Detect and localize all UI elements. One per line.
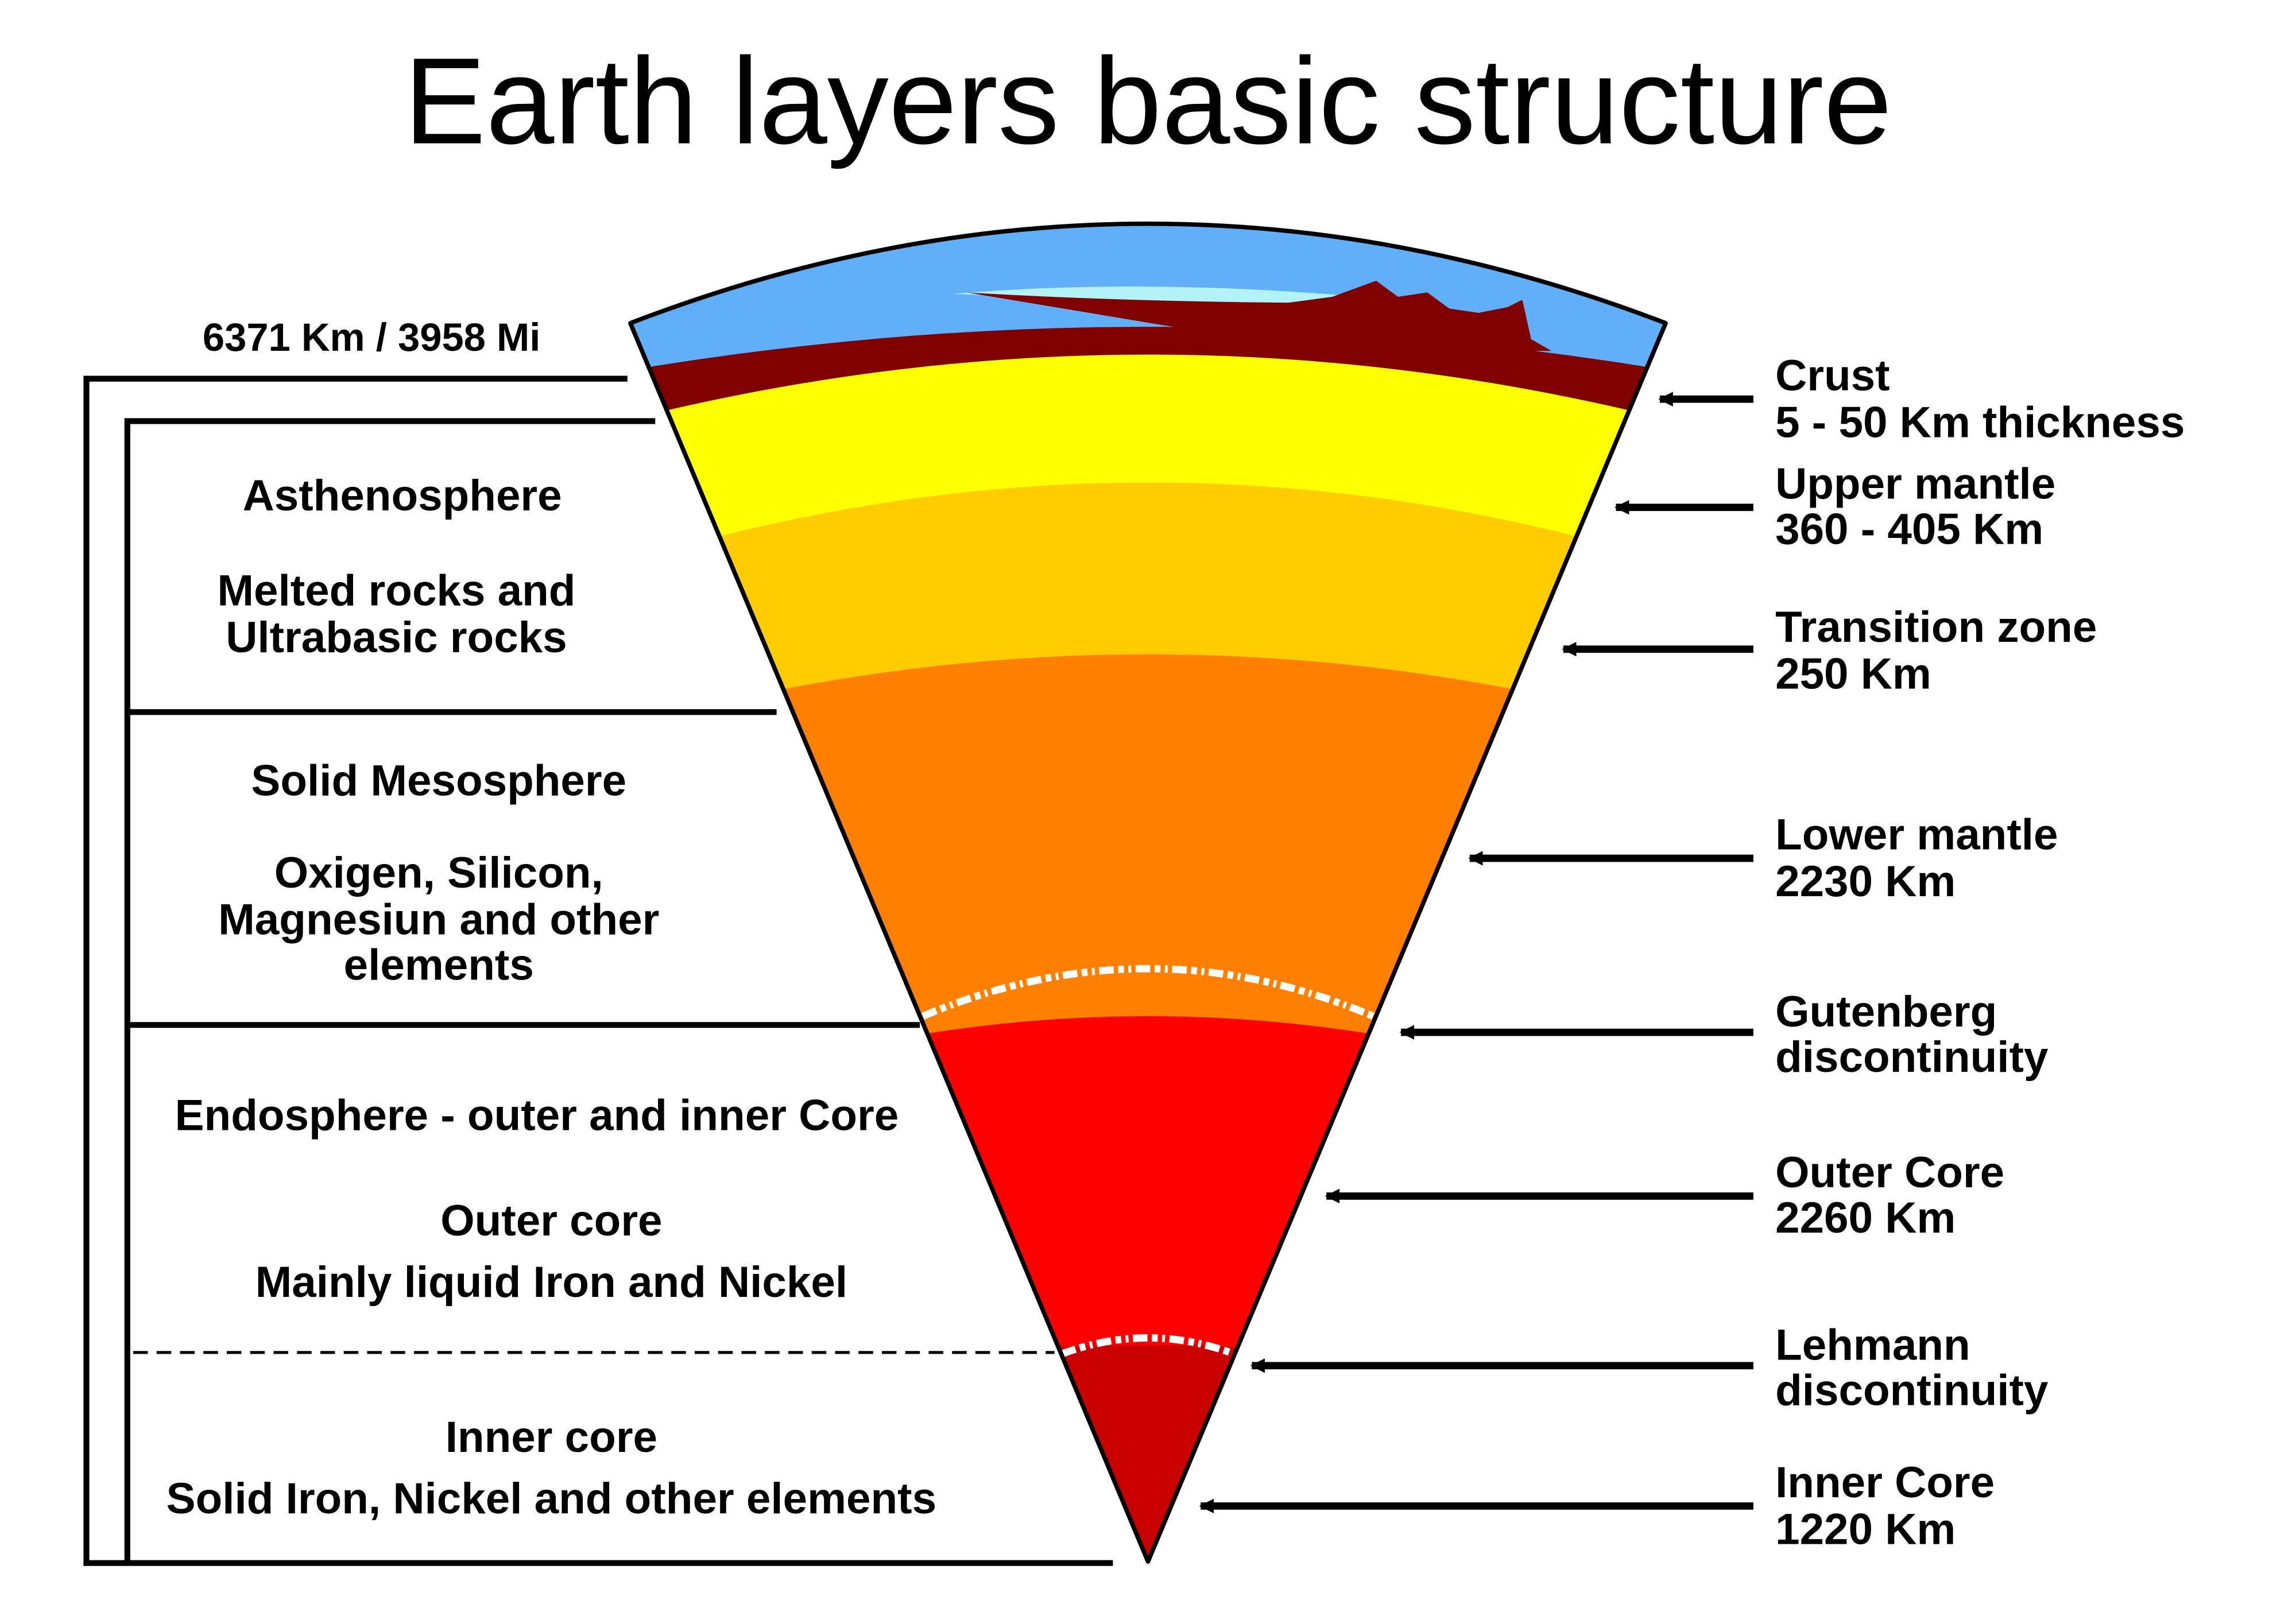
asthenosphere-line1: Melted rocks and bbox=[217, 566, 575, 615]
crust-label: Crust bbox=[1775, 351, 1890, 400]
lithosphere-bracket bbox=[124, 418, 656, 1563]
lower-mantle-detail: 2230 Km bbox=[1775, 857, 1956, 906]
lehmann-discontinuity-line bbox=[1060, 1334, 1236, 1358]
gutenberg-detail: discontinuity bbox=[1775, 1033, 2049, 1082]
outer-core-line1: Mainly liquid Iron and Nickel bbox=[255, 1258, 847, 1307]
outer-core-detail: 2260 Km bbox=[1775, 1194, 1956, 1242]
right-labels: Crust 5 - 50 Km thickness Upper mantle 3… bbox=[1775, 351, 2185, 1554]
crust-detail: 5 - 50 Km thickness bbox=[1775, 398, 2185, 447]
outer-core-heading: Outer core bbox=[440, 1196, 662, 1245]
gutenberg-label: Gutenberg bbox=[1775, 987, 1997, 1036]
endosphere-heading: Endosphere - outer and inner Core bbox=[175, 1091, 899, 1140]
lehmann-detail: discontinuity bbox=[1775, 1366, 2049, 1415]
mountains-shape bbox=[966, 280, 1552, 351]
inner-core-line1: Solid Iron, Nickel and other elements bbox=[167, 1474, 936, 1523]
upper-mantle-detail: 360 - 405 Km bbox=[1775, 505, 2043, 553]
right-arrows bbox=[1199, 392, 1753, 1513]
left-brackets bbox=[83, 375, 1113, 1566]
mesosphere-line3: elements bbox=[344, 940, 534, 989]
radius-label: 6371 Km / 3958 Mi bbox=[203, 315, 541, 359]
inner-core-heading: Inner core bbox=[446, 1413, 657, 1462]
inner-core-label: Inner Core bbox=[1775, 1458, 1995, 1507]
mesosphere-heading: Solid Mesosphere bbox=[251, 756, 626, 805]
upper-mantle-label: Upper mantle bbox=[1775, 459, 2055, 508]
radius-bracket bbox=[83, 375, 1113, 1566]
inner-core-detail: 1220 Km bbox=[1775, 1505, 1956, 1554]
mesosphere-line1: Oxigen, Silicon, bbox=[274, 849, 603, 897]
gutenberg-discontinuity-line bbox=[921, 965, 1375, 1020]
lower-mantle-label: Lower mantle bbox=[1775, 811, 2058, 859]
asthenosphere-line2: Ultrabasic rocks bbox=[226, 613, 567, 662]
lehmann-label: Lehmann bbox=[1775, 1321, 1970, 1370]
earth-wedge bbox=[630, 223, 1666, 1562]
wedge-outline bbox=[628, 221, 1668, 1564]
outer-core-label: Outer Core bbox=[1775, 1148, 2004, 1197]
asthenosphere-heading: Asthenosphere bbox=[243, 471, 562, 520]
transition-zone-detail: 250 Km bbox=[1775, 650, 1931, 699]
diagram-title: Earth layers basic structure bbox=[404, 33, 1892, 170]
mesosphere-line2: Magnesiun and other bbox=[218, 895, 659, 944]
transition-zone-label: Transition zone bbox=[1775, 603, 2097, 652]
